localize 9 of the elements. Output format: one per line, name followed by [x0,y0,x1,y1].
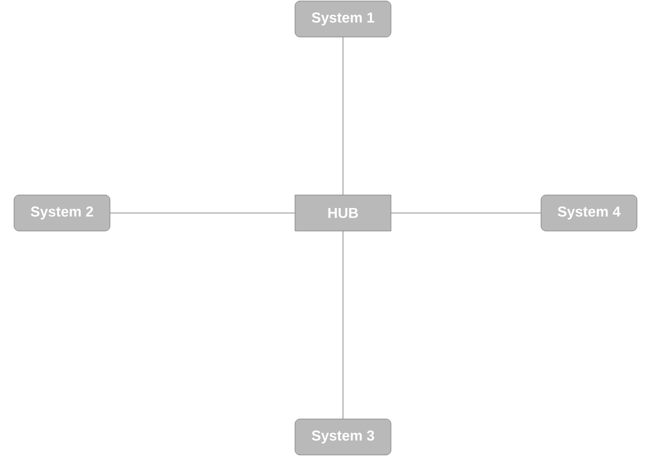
connector-line [110,212,296,214]
system-box: System 3 [294,418,392,456]
connector-line [390,212,542,214]
system-box: System 1 [294,0,392,38]
connector-line [342,36,344,196]
system-box: System 2 [14,194,110,232]
connector-line [342,230,344,420]
system-box: System 4 [540,194,638,232]
hub-box: HUB [294,194,392,232]
